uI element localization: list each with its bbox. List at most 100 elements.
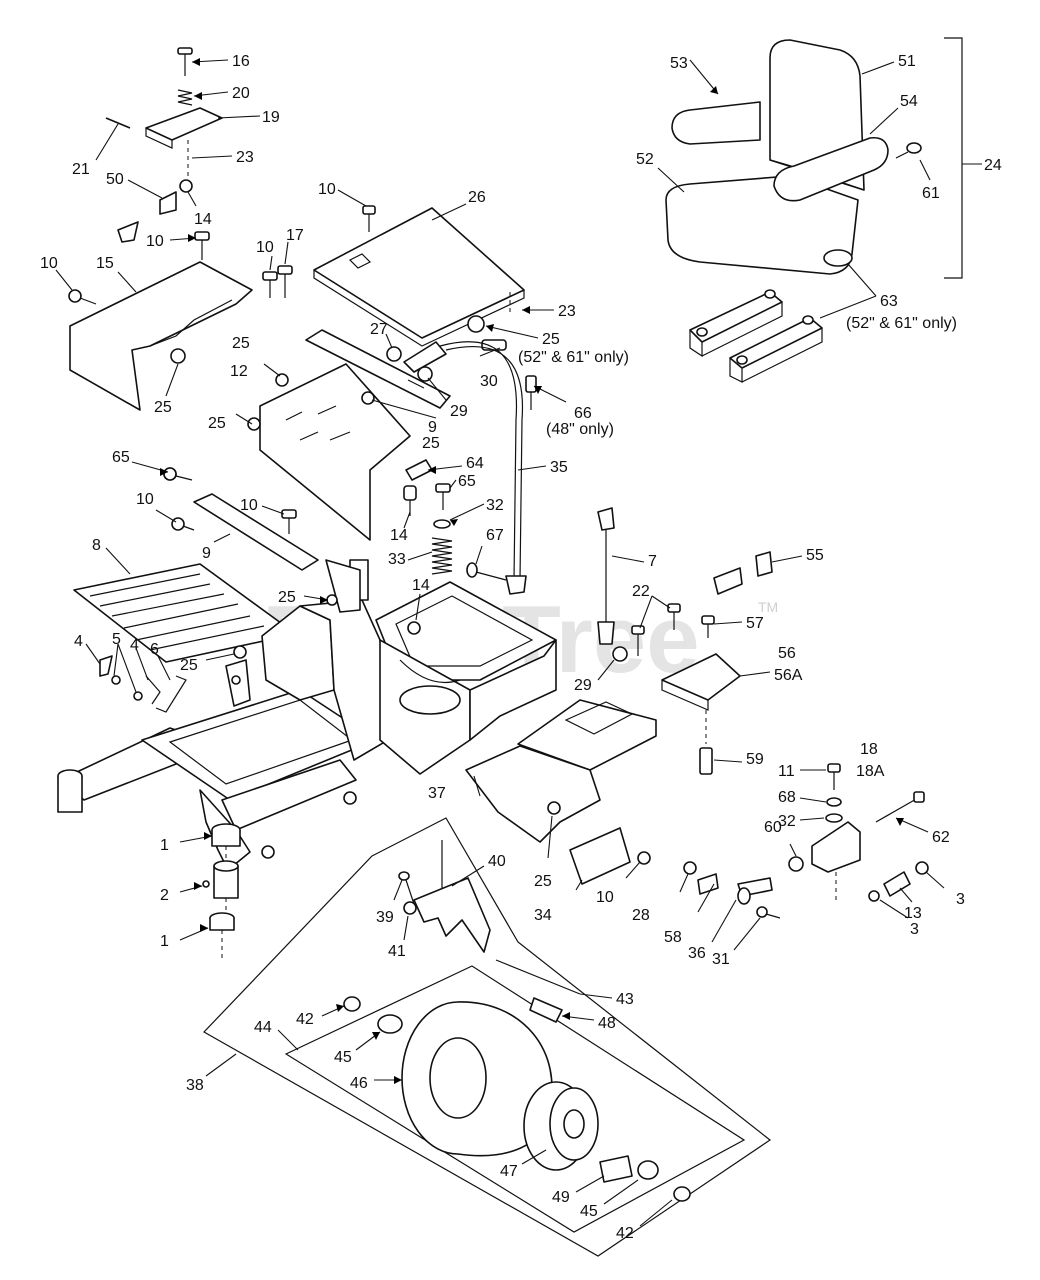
callout-10-d: 10 [318, 181, 336, 198]
callout-35: 35 [550, 459, 568, 476]
caster-assembly-38 [203, 817, 772, 1257]
note-63-size: (52" & 61" only) [846, 315, 957, 332]
callout-68: 68 [778, 789, 796, 806]
seat-plate [313, 205, 525, 347]
callout-25-b: 25 [542, 331, 560, 348]
note-66-size: (48" only) [546, 421, 614, 438]
right-linkage [465, 507, 773, 885]
callout-25-e: 25 [208, 415, 226, 432]
callout-45-a: 45 [334, 1049, 352, 1066]
callout-53: 53 [670, 55, 688, 72]
callout-25-a: 25 [154, 399, 172, 416]
callout-32-b: 32 [778, 813, 796, 830]
callout-23-top: 23 [236, 149, 254, 166]
callout-9-a: 9 [428, 419, 437, 436]
callout-48: 48 [598, 1015, 616, 1032]
callout-18: 18 [860, 741, 878, 758]
callout-29-a: 29 [450, 403, 468, 420]
callout-65-a: 65 [112, 449, 130, 466]
callout-49: 49 [552, 1189, 570, 1206]
battery-cover [247, 363, 411, 541]
callout-46: 46 [350, 1075, 368, 1092]
callout-25-d: 25 [232, 335, 250, 352]
callout-26: 26 [468, 189, 486, 206]
callout-42-a: 42 [296, 1011, 314, 1028]
callout-39: 39 [376, 909, 394, 926]
callout-7: 7 [648, 553, 657, 570]
callout-10-b: 10 [256, 239, 274, 256]
callout-61: 61 [922, 185, 940, 202]
callout-10-e: 10 [136, 491, 154, 508]
callout-33: 33 [388, 551, 406, 568]
callout-56a: 56A [774, 667, 803, 684]
callout-51: 51 [898, 53, 916, 70]
callout-28: 28 [632, 907, 650, 924]
callout-25-h: 25 [534, 873, 552, 890]
callout-37: 37 [428, 785, 446, 802]
callout-63: 63 [880, 293, 898, 310]
callout-5: 5 [112, 631, 121, 648]
callout-10-g: 10 [596, 889, 614, 906]
callout-56: 56 [778, 645, 796, 662]
callout-42-b: 42 [616, 1225, 634, 1242]
watermark-tm: TM [758, 599, 778, 615]
mid-hardware [163, 459, 507, 581]
callout-65-b: 65 [458, 473, 476, 490]
callout-3-b: 3 [910, 921, 919, 938]
callout-4-b: 4 [130, 637, 139, 654]
callout-60: 60 [764, 819, 782, 836]
callout-62: 62 [932, 829, 950, 846]
callout-10-a: 10 [146, 233, 164, 250]
callout-38: 38 [186, 1077, 204, 1094]
callout-52: 52 [636, 151, 654, 168]
callout-22: 22 [632, 583, 650, 600]
callout-32-a: 32 [486, 497, 504, 514]
callout-12: 12 [230, 363, 248, 380]
callout-55: 55 [806, 547, 824, 564]
main-frame [57, 559, 557, 960]
callout-15: 15 [96, 255, 114, 272]
callout-23-b: 23 [558, 303, 576, 320]
callout-1-b: 1 [160, 933, 169, 950]
callout-labels: 16 20 19 21 23 50 14 10 10 10 17 15 25 1… [40, 53, 1002, 1242]
callout-43: 43 [616, 991, 634, 1008]
callout-67: 67 [486, 527, 504, 544]
callout-14-top: 14 [194, 211, 212, 228]
callout-13: 13 [904, 905, 922, 922]
callout-36: 36 [688, 945, 706, 962]
callout-8: 8 [92, 537, 101, 554]
callout-14-b: 14 [390, 527, 408, 544]
callout-21: 21 [72, 161, 90, 178]
callout-2: 2 [160, 887, 169, 904]
callout-29-b: 29 [574, 677, 592, 694]
callout-30: 30 [480, 373, 498, 390]
callout-20: 20 [232, 85, 250, 102]
callout-41: 41 [388, 943, 406, 960]
callout-25-g: 25 [180, 657, 198, 674]
callout-19: 19 [262, 109, 280, 126]
callout-17: 17 [286, 227, 304, 244]
callout-6: 6 [150, 641, 159, 658]
cable-area [305, 329, 537, 595]
callout-66: 66 [574, 405, 592, 422]
callout-4-a: 4 [74, 633, 83, 650]
callout-16: 16 [232, 53, 250, 70]
callout-31: 31 [712, 951, 730, 968]
note-25-size: (52" & 61" only) [518, 349, 629, 366]
leader-lines [55, 58, 982, 1227]
callout-10-f: 10 [240, 497, 258, 514]
callout-27: 27 [370, 321, 388, 338]
callout-14-c: 14 [412, 577, 430, 594]
callout-3-a: 3 [956, 891, 965, 908]
upper-left-parts [68, 47, 293, 411]
callout-59: 59 [746, 751, 764, 768]
callout-57: 57 [746, 615, 764, 632]
callout-11: 11 [778, 763, 795, 780]
callout-44: 44 [254, 1019, 272, 1036]
callout-58: 58 [664, 929, 682, 946]
far-right-hardware [683, 763, 929, 919]
callout-18a: 18A [856, 763, 885, 780]
callout-64: 64 [466, 455, 484, 472]
callout-34: 34 [534, 907, 552, 924]
